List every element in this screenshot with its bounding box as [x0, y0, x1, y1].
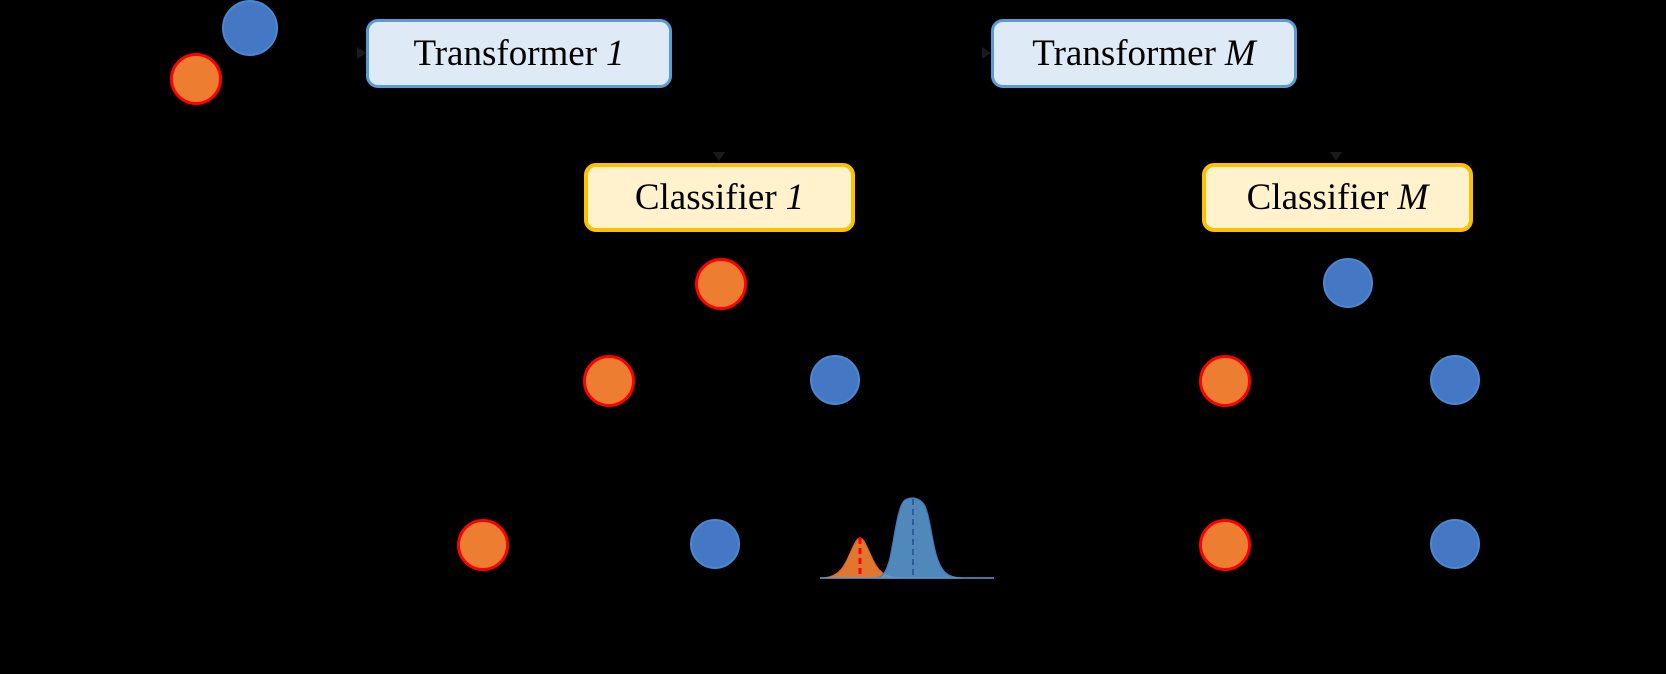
- token-input-blue: [222, 0, 278, 56]
- token-c1-bot-right: [690, 519, 740, 569]
- token-cm-bot-right: [1430, 519, 1480, 569]
- token-input-orange: [170, 53, 222, 105]
- token-c1-mid-left: [583, 355, 635, 407]
- token-c1-top: [695, 258, 747, 310]
- transformer-m-index: M: [1224, 33, 1256, 74]
- arrow-into-classifier-1-icon: [713, 152, 725, 161]
- token-cm-top: [1323, 258, 1373, 308]
- transformer-m-label: Transformer: [1032, 33, 1216, 74]
- arrow-into-transformer-m-icon: [982, 47, 991, 59]
- token-cm-mid-right: [1430, 355, 1480, 405]
- transformer-1-index: 1: [606, 33, 625, 74]
- transformer-1-label: Transformer: [413, 33, 598, 74]
- classifier-m-box[interactable]: Classifier M: [1202, 163, 1473, 232]
- transformer-1-box[interactable]: Transformer 1: [366, 19, 672, 88]
- token-c1-bot-left: [457, 519, 509, 571]
- classifier-m-index: M: [1397, 177, 1429, 218]
- distribution-plot: [812, 488, 1002, 583]
- arrow-into-classifier-m-icon: [1330, 152, 1342, 161]
- classifier-m-label: Classifier: [1246, 177, 1389, 218]
- token-c1-mid-right: [810, 355, 860, 405]
- distribution-svg: [819, 497, 994, 579]
- classifier-1-box[interactable]: Classifier 1: [584, 163, 855, 232]
- arrow-into-transformer-1-icon: [357, 47, 366, 59]
- transformer-m-box[interactable]: Transformer M: [991, 19, 1297, 88]
- classifier-1-label: Classifier: [634, 177, 777, 218]
- token-cm-mid-left: [1199, 355, 1251, 407]
- token-cm-bot-left: [1199, 519, 1251, 571]
- classifier-1-index: 1: [785, 177, 805, 218]
- blue-distribution-area: [873, 497, 963, 579]
